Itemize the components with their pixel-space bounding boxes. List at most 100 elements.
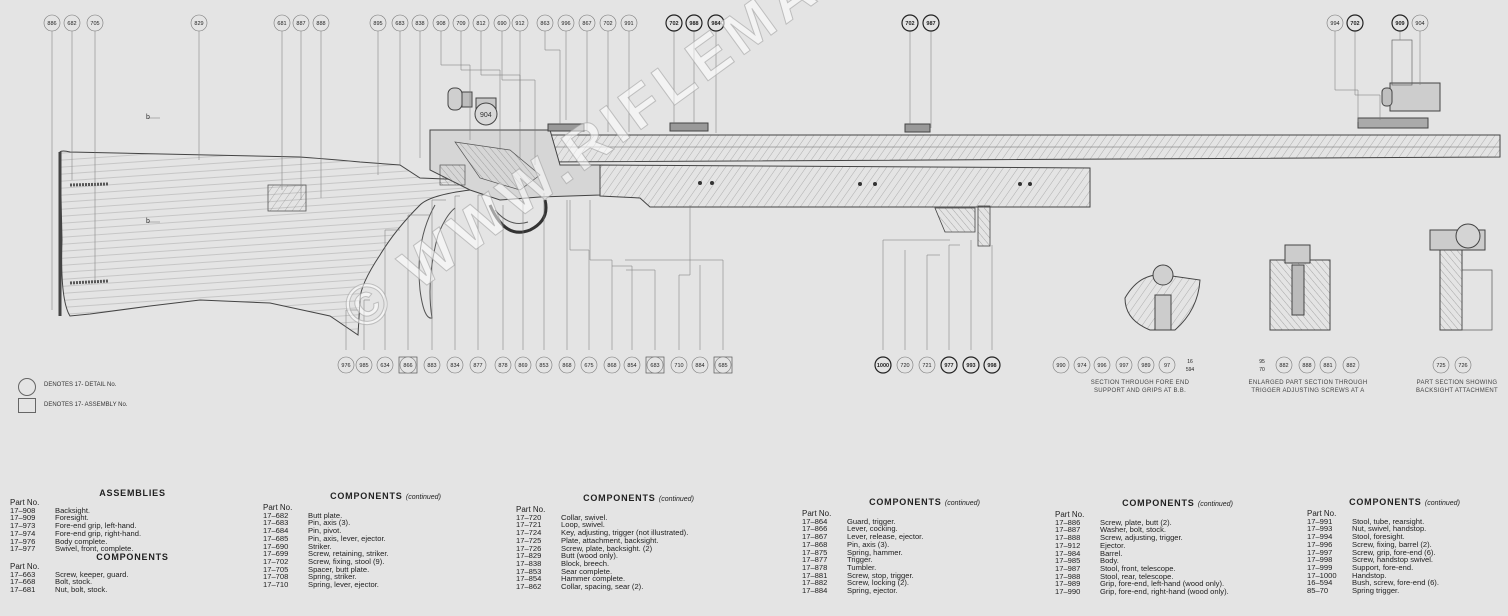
callout-label: 97 (1158, 356, 1176, 374)
section-title: COMPONENTS (continued) (1122, 498, 1233, 509)
callout-label: 869 (514, 356, 532, 374)
callout-number: 908 (436, 21, 445, 27)
callout-label: 834 (446, 356, 464, 374)
callout-number: 685 (718, 363, 727, 369)
callout-number: 997 (1119, 363, 1128, 369)
leader-lines (51, 30, 1421, 350)
callout-number: 888 (316, 21, 325, 27)
callout-label: 883 (423, 356, 441, 374)
callout-label: 812 (472, 14, 490, 32)
callout-number: 812 (476, 21, 485, 27)
detail-circle-symbol (18, 378, 36, 396)
callout-number: 594 (1186, 367, 1195, 373)
callout-number: 867 (582, 21, 591, 27)
caption-section-a: ENLARGED PART SECTION THROUGH TRIGGER AD… (1248, 380, 1368, 394)
rifle-stock (58, 150, 471, 336)
callout-number: 710 (674, 363, 683, 369)
part-no-header: Part No. (10, 498, 40, 507)
callout-number: 95 (1259, 359, 1265, 365)
callout-number: 884 (695, 363, 704, 369)
callout-label: 683 (645, 356, 665, 374)
section-title: COMPONENTS (continued) (869, 497, 980, 508)
callout-label: 721 (918, 356, 936, 374)
callout-number: 974 (1077, 363, 1086, 369)
callout-number: 994 (1330, 21, 1339, 27)
callout-number: 868 (607, 363, 616, 369)
rifle-exploded-drawing: 904 (43, 14, 1501, 374)
callout-number: 883 (427, 363, 436, 369)
callout-number: 888 (1302, 363, 1311, 369)
callout-number: 70 (1259, 367, 1265, 373)
svg-text:904: 904 (480, 112, 492, 119)
callout-number: 887 (296, 21, 305, 27)
part-no-header: Part No. (10, 561, 40, 571)
callout-number: 725 (1436, 363, 1445, 369)
callout-label: 998 (983, 356, 1001, 374)
callout-number: 1000 (877, 363, 889, 369)
callout-label: 720 (896, 356, 914, 374)
legend-detail-label: DENOTES 17- DETAIL No. (44, 382, 117, 388)
callout-label: 884 (691, 356, 709, 374)
callout-label: 70 (1259, 367, 1265, 373)
callout-label: 866 (398, 356, 418, 374)
callout-label: 997 (1115, 356, 1133, 374)
callout-label: 16 (1187, 359, 1193, 365)
callout-number: 909 (1395, 21, 1404, 27)
callout-label: 994 (1326, 14, 1344, 32)
callout-label: 912 (511, 14, 529, 32)
callout-label: 886 (43, 14, 61, 32)
callout-number: 834 (450, 363, 459, 369)
callout-number: 863 (540, 21, 549, 27)
callout-label: 867 (578, 14, 596, 32)
callout-label: 976 (337, 356, 355, 374)
callout-label: 863 (536, 14, 554, 32)
caption-section-backsight: PART SECTION SHOWING BACKSIGHT ATTACHMEN… (1415, 380, 1498, 394)
callout-label: 988 (685, 14, 703, 32)
callout-number: 881 (1323, 363, 1332, 369)
caption-section-bb: SECTION THROUGH FORE END SUPPORT AND GRI… (1090, 380, 1190, 394)
callout-number: 988 (689, 21, 698, 27)
callout-number: 868 (562, 363, 571, 369)
section-marks: bb (146, 114, 150, 225)
callout-label: 868 (558, 356, 576, 374)
callout-label: 996 (1093, 356, 1111, 374)
callout-number: 683 (395, 21, 404, 27)
callout-number: 726 (1458, 363, 1467, 369)
callout-label: 594 (1186, 367, 1195, 373)
callout-label: 702 (599, 14, 617, 32)
callout-label: 710 (670, 356, 688, 374)
callout-label: 702 (1346, 14, 1364, 32)
callout-label: 974 (1073, 356, 1091, 374)
callout-number: 878 (498, 363, 507, 369)
callout-label: 725 (1432, 356, 1450, 374)
callout-label: 990 (1052, 356, 1070, 374)
callout-label: 690 (493, 14, 511, 32)
callout-label: 868 (603, 356, 621, 374)
callout-label: 683 (391, 14, 409, 32)
